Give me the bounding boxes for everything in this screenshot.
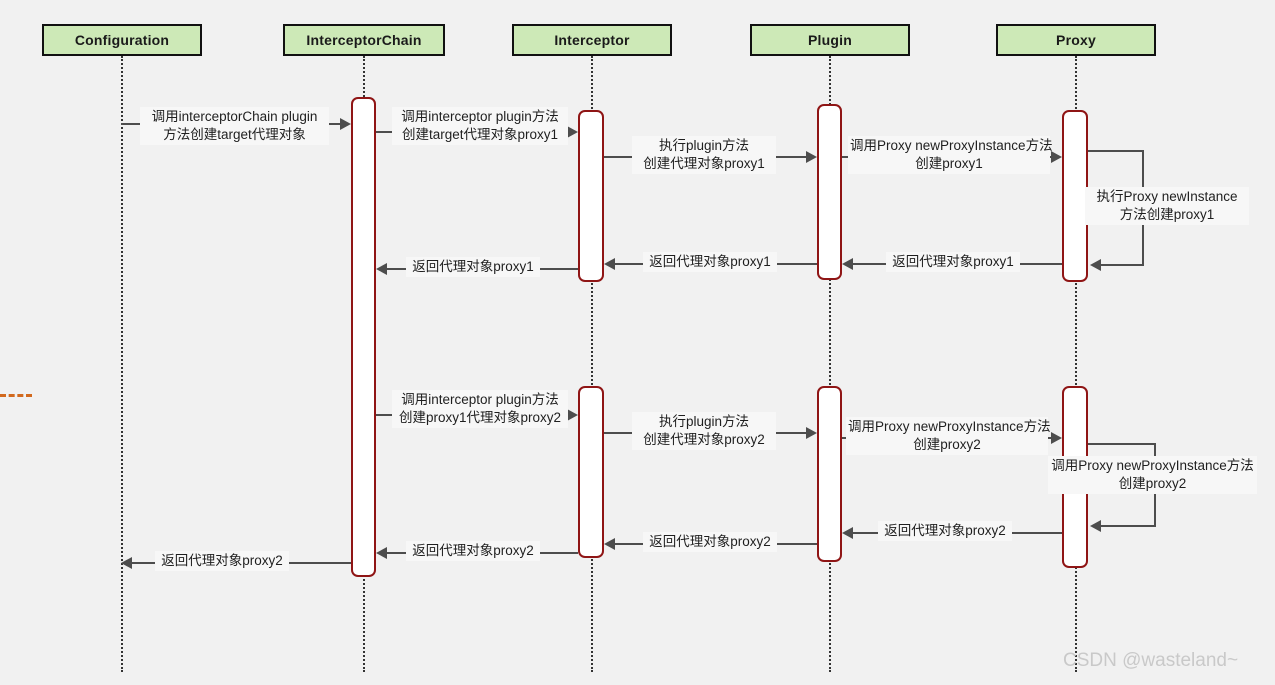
watermark: CSDN @wasteland~ [1063, 650, 1238, 672]
participant-proxy[interactable]: Proxy [996, 24, 1156, 56]
return-label-4: 返回代理对象proxy2 [406, 541, 540, 561]
participant-interceptor[interactable]: Interceptor [512, 24, 672, 56]
message-label-line1: 调用Proxy newProxyInstance方法 [848, 419, 1051, 434]
message-label-line1: 调用Proxy newProxyInstance方法 [1051, 458, 1254, 473]
self-message-label-2: 调用Proxy newProxyInstance方法 创建proxy2 [1048, 456, 1257, 494]
self-message-arrow-1 [1090, 259, 1101, 271]
message-arrow-6 [567, 409, 578, 421]
message-arrow-7 [806, 427, 817, 439]
activation-interceptor-2 [578, 386, 604, 558]
participant-configuration[interactable]: Configuration [42, 24, 202, 56]
message-label-line1: 返回代理对象proxy1 [412, 259, 534, 274]
message-arrow-8 [1051, 432, 1062, 444]
self-message-line-top-1 [1088, 150, 1144, 152]
return-arrow-2 [604, 258, 615, 270]
return-label-3: 返回代理对象proxy1 [886, 252, 1020, 272]
message-arrow-4 [1051, 151, 1062, 163]
lifeline-proxy [1075, 56, 1077, 672]
return-label-6: 返回代理对象proxy2 [878, 521, 1012, 541]
activation-plugin-1 [817, 104, 842, 280]
message-label-line1: 执行plugin方法 [658, 138, 750, 153]
message-label-line2: 创建代理对象proxy2 [643, 432, 765, 447]
lifeline-configuration [121, 56, 123, 672]
message-label-line1: 返回代理对象proxy2 [649, 534, 771, 549]
message-label-line1: 执行Proxy newInstance [1096, 189, 1238, 204]
message-label-7: 执行plugin方法 创建代理对象proxy2 [632, 412, 776, 450]
message-label-line1: 调用interceptorChain plugin [151, 109, 318, 124]
activation-plugin-2 [817, 386, 842, 562]
message-label-line2: 创建proxy2 [913, 437, 981, 452]
activation-interceptor-1 [578, 110, 604, 282]
lifeline-interceptor [591, 56, 593, 672]
message-label-line1: 返回代理对象proxy1 [649, 254, 771, 269]
message-label-line1: 返回代理对象proxy1 [892, 254, 1014, 269]
lifeline-plugin [829, 56, 831, 672]
message-label-line2: 创建target代理对象proxy1 [401, 127, 559, 142]
message-label-8: 调用Proxy newProxyInstance方法 创建proxy2 [846, 417, 1051, 455]
message-label-line2: 创建代理对象proxy1 [643, 156, 765, 171]
participant-label: Interceptor [554, 32, 630, 48]
return-label-7: 返回代理对象proxy2 [155, 551, 289, 571]
activation-interceptorchain-1 [351, 97, 376, 577]
message-label-line1: 返回代理对象proxy2 [412, 543, 534, 558]
message-label-line1: 调用interceptor plugin方法 [401, 392, 559, 407]
return-arrow-5 [604, 538, 615, 550]
return-label-1: 返回代理对象proxy1 [406, 257, 540, 277]
message-arrow-3 [806, 151, 817, 163]
message-label-line1: 返回代理对象proxy2 [161, 553, 283, 568]
message-label-line2: 创建proxy1代理对象proxy2 [398, 410, 562, 425]
message-label-line1: 执行plugin方法 [658, 414, 750, 429]
return-arrow-3 [842, 258, 853, 270]
message-label-4: 调用Proxy newProxyInstance方法 创建proxy1 [848, 136, 1053, 174]
self-message-line-top-2 [1088, 443, 1156, 445]
orange-dashed-fragment [0, 394, 32, 397]
self-message-arrow-2 [1090, 520, 1101, 532]
activation-proxy-1 [1062, 110, 1088, 282]
self-message-line-bottom-2 [1101, 525, 1156, 527]
return-arrow-7 [121, 557, 132, 569]
message-label-line2: 创建proxy2 [1118, 476, 1187, 491]
participant-label: Plugin [808, 32, 852, 48]
message-label-line1: 调用Proxy newProxyInstance方法 [850, 138, 1053, 153]
participant-label: Configuration [74, 32, 170, 48]
message-arrow-1 [340, 118, 351, 130]
message-label-3: 执行plugin方法 创建代理对象proxy1 [632, 136, 776, 174]
participant-interceptorchain[interactable]: InterceptorChain [283, 24, 445, 56]
return-arrow-1 [376, 263, 387, 275]
return-label-5: 返回代理对象proxy2 [643, 532, 777, 552]
message-label-line2: 方法创建proxy1 [1119, 207, 1215, 222]
message-label-6: 调用interceptor plugin方法 创建proxy1代理对象proxy… [392, 390, 568, 428]
return-arrow-6 [842, 527, 853, 539]
return-arrow-4 [376, 547, 387, 559]
message-label-1: 调用interceptorChain plugin 方法创建target代理对象 [140, 107, 329, 145]
message-label-line2: 创建proxy1 [915, 156, 983, 171]
participant-label: InterceptorChain [306, 32, 422, 48]
return-label-2: 返回代理对象proxy1 [643, 252, 777, 272]
message-arrow-2 [567, 126, 578, 138]
message-label-line1: 返回代理对象proxy2 [884, 523, 1006, 538]
self-message-label-1: 执行Proxy newInstance 方法创建proxy1 [1085, 187, 1249, 225]
watermark-text: CSDN @wasteland~ [1063, 650, 1239, 671]
message-label-2: 调用interceptor plugin方法 创建target代理对象proxy… [392, 107, 568, 145]
participant-label: Proxy [1056, 32, 1096, 48]
participant-plugin[interactable]: Plugin [750, 24, 910, 56]
message-label-line2: 方法创建target代理对象 [163, 127, 306, 142]
self-message-line-bottom-1 [1101, 264, 1144, 266]
message-label-line1: 调用interceptor plugin方法 [401, 109, 559, 124]
